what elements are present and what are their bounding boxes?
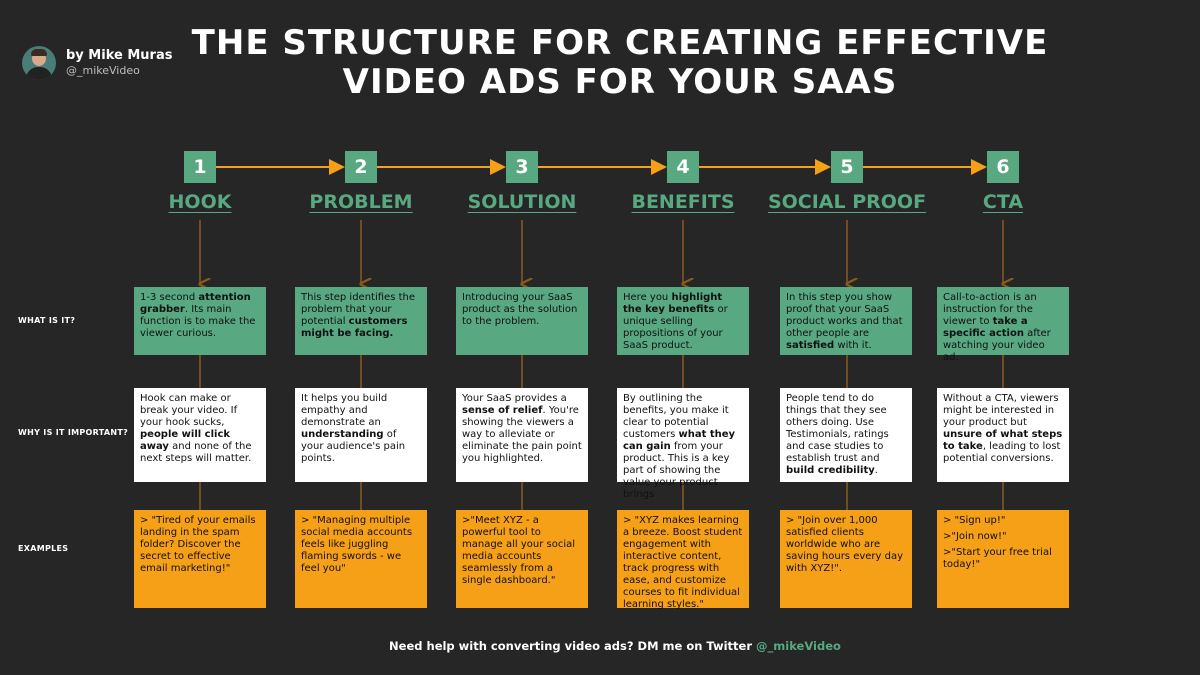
step-4-why-box: By outlining the benefits, you make it c… bbox=[617, 388, 749, 500]
step-title-5: SOCIAL PROOF bbox=[767, 191, 927, 213]
step-number-1: 1 bbox=[184, 151, 216, 183]
step-5-what-box: In this step you show proof that your Sa… bbox=[780, 287, 912, 355]
page-title: THE STRUCTURE FOR CREATING EFFECTIVE VID… bbox=[120, 24, 1120, 102]
author-handle: @_mikeVideo bbox=[66, 64, 140, 77]
step-1-examples-box: > "Tired of your emails landing in the s… bbox=[134, 510, 266, 608]
row-label-why: WHY IS IT IMPORTANT? bbox=[18, 428, 129, 437]
step-3-why-box: Your SaaS provides a sense of relief. Yo… bbox=[456, 388, 588, 482]
author-block: by Mike Muras @_mikeVideo bbox=[22, 46, 172, 80]
step-number-4: 4 bbox=[667, 151, 699, 183]
footer-twitter-link[interactable]: @_mikeVideo bbox=[756, 639, 841, 653]
step-title-3: SOLUTION bbox=[467, 191, 577, 213]
footer-text: Need help with converting video ads? DM … bbox=[389, 639, 753, 653]
step-number-5: 5 bbox=[831, 151, 863, 183]
step-2-why-box: It helps you build empathy and demonstra… bbox=[295, 388, 427, 482]
step-number-2: 2 bbox=[345, 151, 377, 183]
row-label-what: WHAT IS IT? bbox=[18, 316, 76, 325]
step-1-why-box: Hook can make or break your video. If yo… bbox=[134, 388, 266, 482]
page-title-line-2: VIDEO ADS FOR YOUR SAAS bbox=[342, 62, 898, 102]
step-2-what-box: This step identifies the problem that yo… bbox=[295, 287, 427, 355]
step-5-examples-box: > "Join over 1,000 satisfied clients wor… bbox=[780, 510, 912, 608]
step-title-1: HOOK bbox=[168, 191, 232, 213]
avatar bbox=[22, 46, 56, 80]
step-5-why-box: People tend to do things that they see o… bbox=[780, 388, 912, 482]
step-title-6: CTA bbox=[982, 191, 1024, 213]
step-title-4: BENEFITS bbox=[631, 191, 735, 213]
step-title-2: PROBLEM bbox=[309, 191, 413, 213]
step-6-why-box: Without a CTA, viewers might be interest… bbox=[937, 388, 1069, 482]
step-6-examples-box: > "Sign up!">"Join now!">"Start your fre… bbox=[937, 510, 1069, 608]
step-3-what-box: Introducing your SaaS product as the sol… bbox=[456, 287, 588, 355]
step-number-6: 6 bbox=[987, 151, 1019, 183]
step-4-what-box: Here you highlight the key benefits or u… bbox=[617, 287, 749, 355]
step-6-what-box: Call-to-action is an instruction for the… bbox=[937, 287, 1069, 363]
page-title-line-1: THE STRUCTURE FOR CREATING EFFECTIVE bbox=[191, 23, 1049, 63]
author-name: by Mike Muras bbox=[66, 48, 173, 63]
step-2-examples-box: > "Managing multiple social media accoun… bbox=[295, 510, 427, 608]
row-label-examples: EXAMPLES bbox=[18, 544, 69, 553]
step-3-examples-box: >"Meet XYZ - a powerful tool to manage a… bbox=[456, 510, 588, 608]
step-4-examples-box: > "XYZ makes learning a breeze. Boost st… bbox=[617, 510, 749, 610]
step-1-what-box: 1-3 second attention grabber. Its main f… bbox=[134, 287, 266, 355]
step-number-3: 3 bbox=[506, 151, 538, 183]
footer: Need help with converting video ads? DM … bbox=[0, 639, 1200, 653]
